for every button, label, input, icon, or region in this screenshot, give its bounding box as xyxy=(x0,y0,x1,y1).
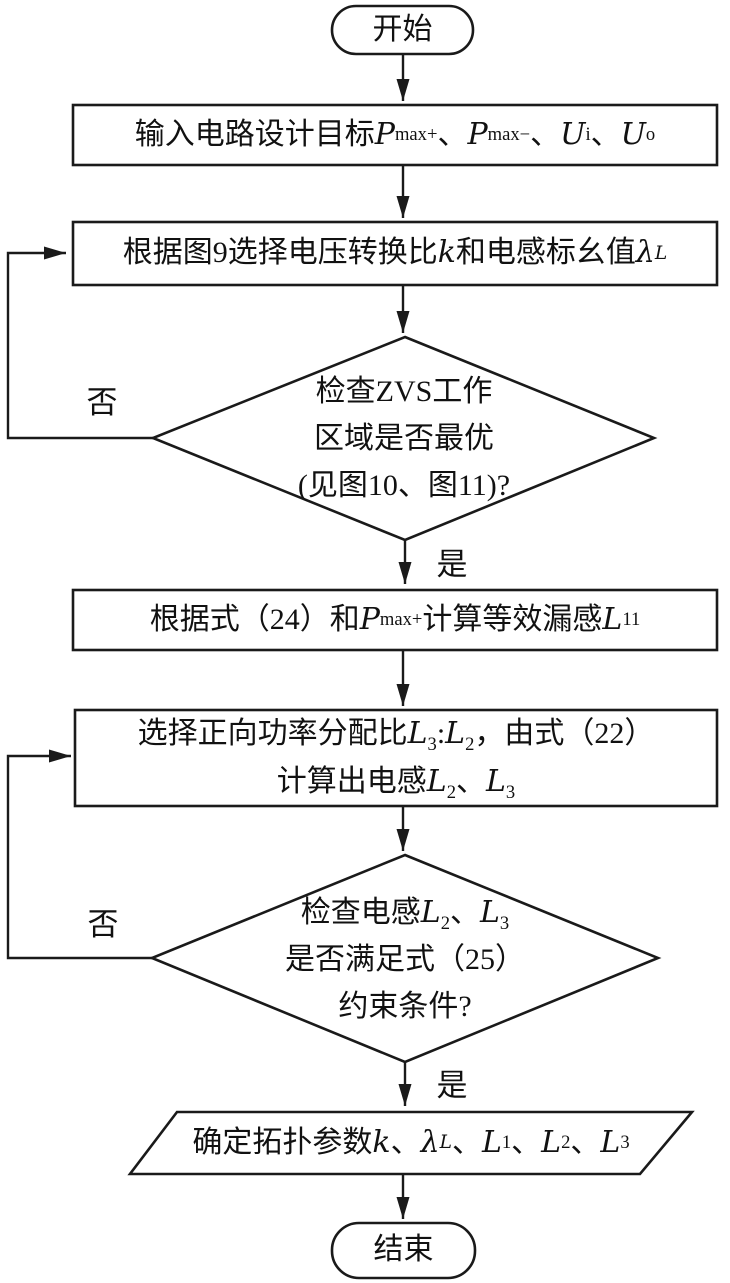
select-k-lambda-box xyxy=(71,220,719,287)
input-targets-box xyxy=(71,103,719,167)
end-label: 结束 xyxy=(373,1233,434,1267)
zvs-check-text: 检查ZVS工作 区域是否最优 (见图10、图11)? xyxy=(153,357,655,519)
zvs-check-line-1: 检查ZVS工作 xyxy=(315,374,493,408)
branch-label-yes-constraint: 是 xyxy=(436,1068,468,1104)
branch-label-yes-zvs: 是 xyxy=(436,547,468,583)
calc-leakage-box xyxy=(71,588,719,652)
calc-l2-l3-text: 选择正向功率分配比L3:L2，由式（22） 计算出电感L2、L3 xyxy=(75,710,717,806)
branch-label-no-constraint: 否 xyxy=(87,907,119,943)
constraint-check-line-1: 检查电感L2、L3 xyxy=(300,894,510,934)
constraint-check-text: 检查电感L2、L3 是否满足式（25） 约束条件? xyxy=(152,878,658,1040)
loopback-no-zvs xyxy=(6,246,153,440)
calc-l2-l3-line-2: 计算出电感L2、L3 xyxy=(276,764,516,804)
zvs-check-line-3: (见图10、图11)? xyxy=(297,468,511,502)
constraint-check-line-3: 约束条件? xyxy=(338,989,472,1023)
end-terminator-shape xyxy=(330,1221,477,1280)
zvs-check-line-2: 区域是否最优 xyxy=(314,421,494,455)
calc-l2-l3-box xyxy=(73,708,719,808)
constraint-check-line-2: 是否满足式（25） xyxy=(285,942,525,976)
branch-label-no-zvs: 否 xyxy=(86,385,118,421)
calc-l2-l3-line-1: 选择正向功率分配比L3:L2，由式（22） xyxy=(137,716,655,756)
loopback-no-constraint xyxy=(6,749,152,960)
output-params-parallelogram xyxy=(127,1110,695,1176)
start-label: 开始 xyxy=(372,12,433,46)
